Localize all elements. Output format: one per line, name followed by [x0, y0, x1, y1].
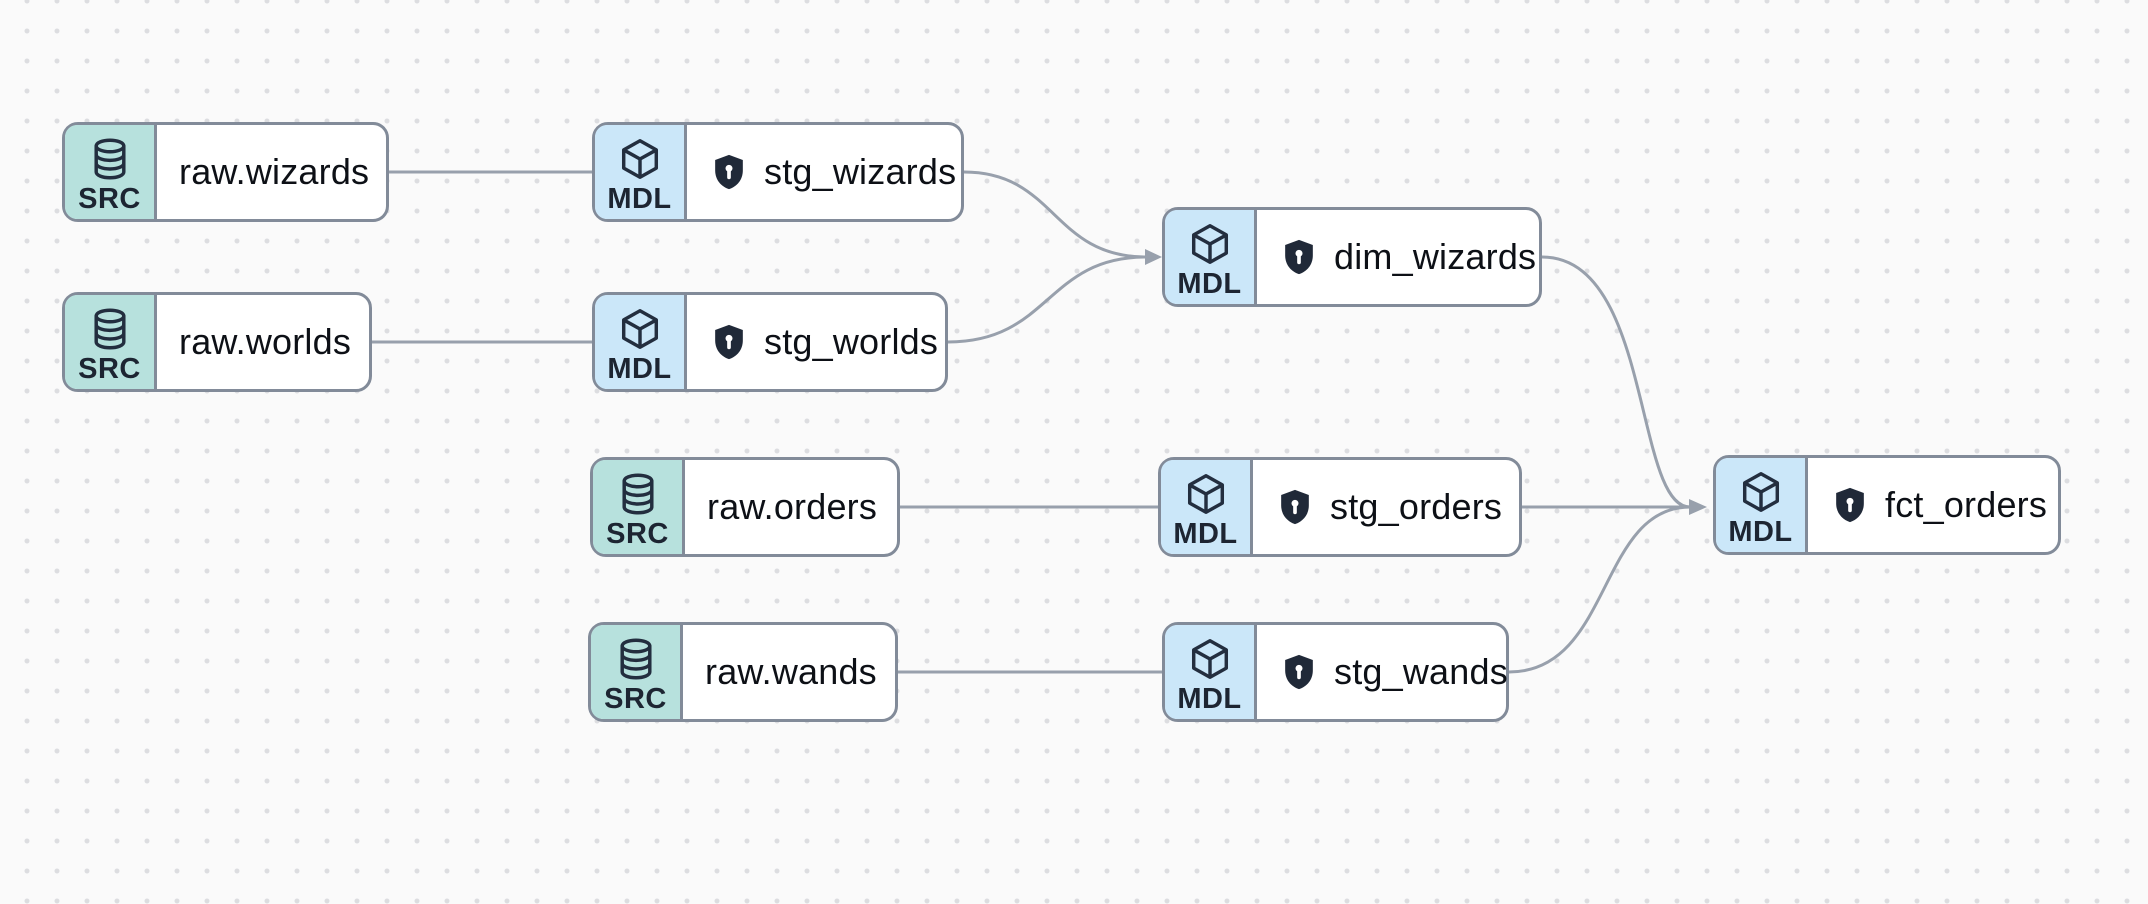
- node-raw-worlds[interactable]: SRC raw.worlds: [62, 292, 372, 392]
- node-label: stg_wizards: [764, 151, 957, 192]
- edge-dim-wizards-to-fct-orders: [1541, 255, 1691, 509]
- node-stg-wizards[interactable]: MDL stg_wizards: [592, 122, 964, 222]
- node-body: stg_wizards: [687, 125, 978, 219]
- node-raw-wizards[interactable]: SRC raw.wizards: [62, 122, 389, 222]
- node-badge: MDL: [1716, 458, 1808, 552]
- node-label: stg_worlds: [764, 321, 939, 362]
- node-badge-label: MDL: [607, 182, 672, 215]
- node-body: dim_wizards: [1257, 210, 1558, 304]
- database-icon: [87, 136, 133, 182]
- cube-icon: [1187, 636, 1233, 682]
- node-badge: SRC: [591, 625, 683, 719]
- edge-stg-worlds-to-dim-wizards: [947, 255, 1147, 344]
- edge-stg-wands-to-fct-orders: [1508, 505, 1691, 674]
- database-icon: [615, 471, 661, 517]
- node-label: raw.wizards: [179, 151, 370, 192]
- shield-lock-icon: [1279, 237, 1319, 277]
- node-stg-wands[interactable]: MDL stg_wands: [1162, 622, 1509, 722]
- node-label: raw.worlds: [179, 321, 352, 362]
- node-stg-orders[interactable]: MDL stg_orders: [1158, 457, 1522, 557]
- cube-icon: [1183, 471, 1229, 517]
- node-badge: MDL: [1165, 625, 1257, 719]
- node-label: fct_orders: [1885, 484, 2048, 525]
- database-icon: [87, 306, 133, 352]
- node-badge: MDL: [595, 125, 687, 219]
- node-body: stg_orders: [1253, 460, 1524, 554]
- node-badge: MDL: [595, 295, 687, 389]
- shield-lock-icon: [1275, 487, 1315, 527]
- node-body: stg_worlds: [687, 295, 960, 389]
- database-icon: [613, 636, 659, 682]
- cube-icon: [1738, 469, 1784, 515]
- node-badge-label: MDL: [607, 352, 672, 385]
- node-label: raw.wands: [705, 651, 877, 692]
- shield-lock-icon: [709, 152, 749, 192]
- node-badge: MDL: [1161, 460, 1253, 554]
- cube-icon: [617, 306, 663, 352]
- node-badge-label: MDL: [1728, 515, 1793, 548]
- node-label: dim_wizards: [1334, 236, 1537, 277]
- node-badge: SRC: [65, 125, 157, 219]
- node-dim-wizards[interactable]: MDL dim_wizards: [1162, 207, 1542, 307]
- shield-lock-icon: [1830, 485, 1870, 525]
- node-badge-label: MDL: [1173, 517, 1238, 550]
- node-badge-label: SRC: [604, 682, 667, 715]
- edge-stg-wizards-to-dim-wizards: [963, 170, 1147, 259]
- cube-icon: [1187, 221, 1233, 267]
- node-label: raw.orders: [707, 486, 878, 527]
- node-body: fct_orders: [1808, 458, 2069, 552]
- node-body: raw.wands: [683, 625, 899, 719]
- node-badge-label: SRC: [606, 517, 669, 550]
- node-body: stg_wands: [1257, 625, 1530, 719]
- node-raw-orders[interactable]: SRC raw.orders: [590, 457, 900, 557]
- node-body: raw.orders: [685, 460, 899, 554]
- shield-lock-icon: [1279, 652, 1319, 692]
- cube-icon: [617, 136, 663, 182]
- node-fct-orders[interactable]: MDL fct_orders: [1713, 455, 2061, 555]
- node-label: stg_orders: [1330, 486, 1503, 527]
- arrowhead-fct-orders: [1689, 499, 1707, 515]
- node-body: raw.worlds: [157, 295, 373, 389]
- shield-lock-icon: [709, 322, 749, 362]
- node-badge: SRC: [65, 295, 157, 389]
- node-body: raw.wizards: [157, 125, 391, 219]
- node-badge: SRC: [593, 460, 685, 554]
- node-badge: MDL: [1165, 210, 1257, 304]
- node-raw-wands[interactable]: SRC raw.wands: [588, 622, 898, 722]
- node-badge-label: MDL: [1177, 267, 1242, 300]
- node-badge-label: SRC: [78, 182, 141, 215]
- node-badge-label: MDL: [1177, 682, 1242, 715]
- node-badge-label: SRC: [78, 352, 141, 385]
- node-stg-worlds[interactable]: MDL stg_worlds: [592, 292, 948, 392]
- arrowhead-dim-wizards: [1145, 249, 1162, 265]
- node-label: stg_wands: [1334, 651, 1508, 692]
